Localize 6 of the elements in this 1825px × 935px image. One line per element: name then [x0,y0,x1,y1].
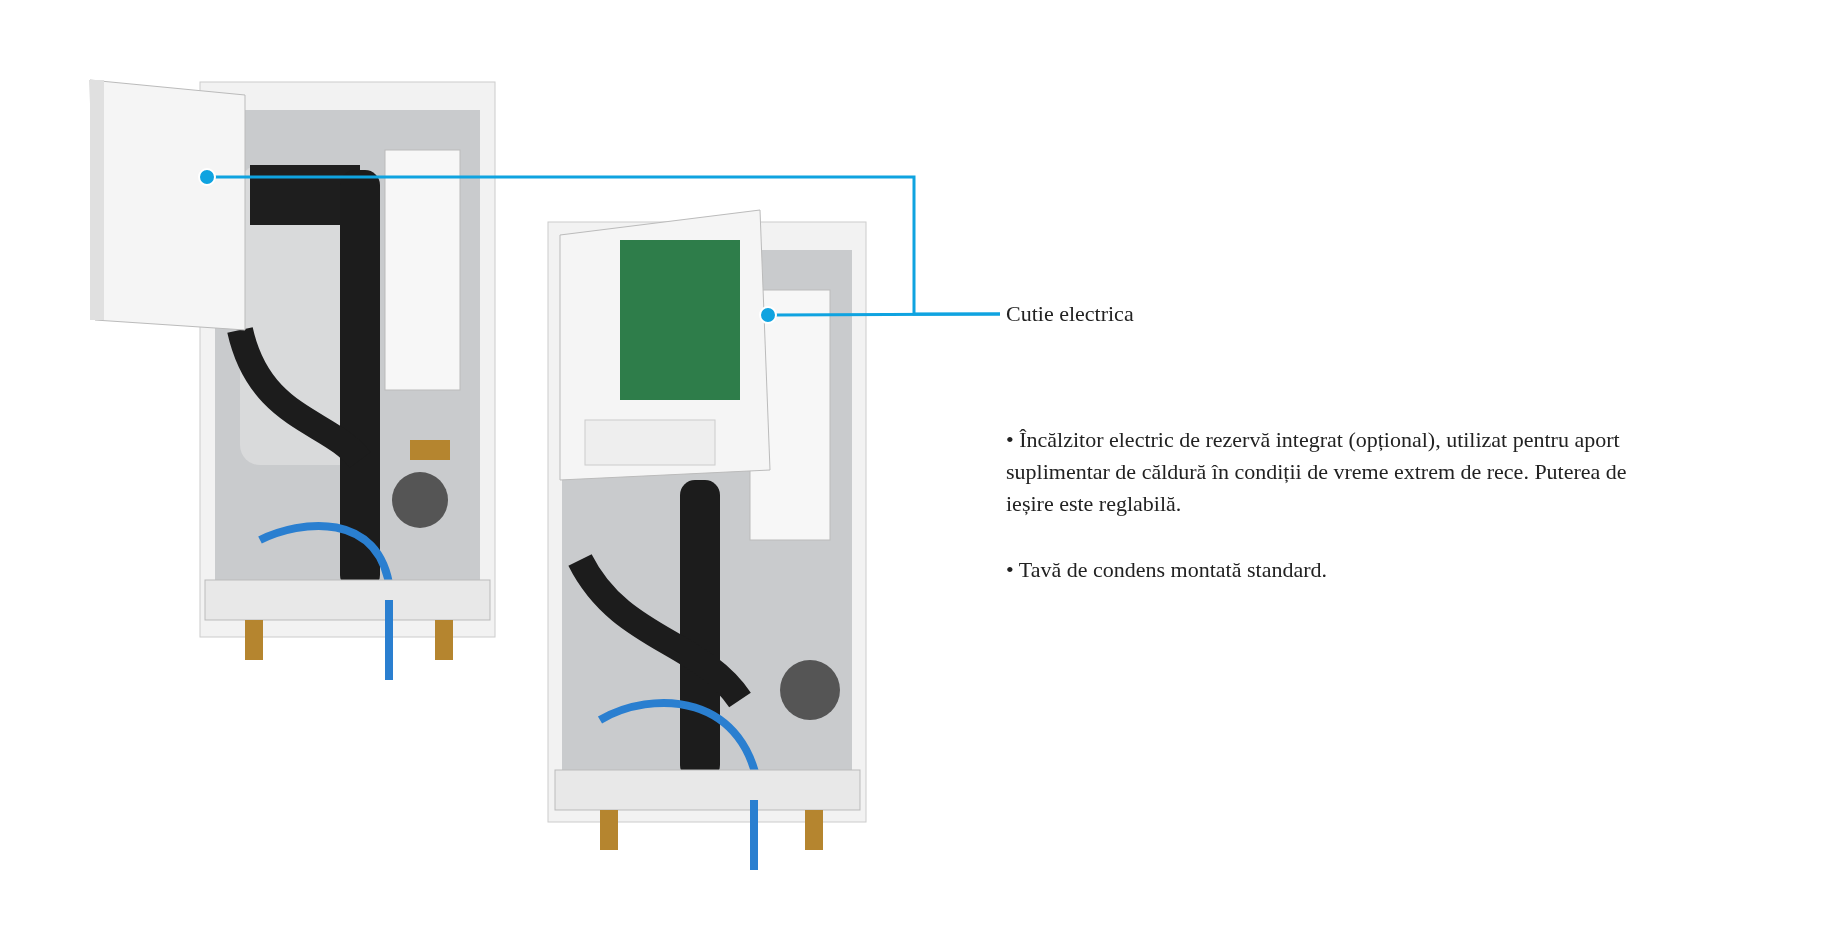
feature-note: • Încălzitor electric de rezervă integrat (opțional), utilizat pentru aport suplimentar de căldură în condiții de vreme extrem de rece. Puterea de ieșire este reglabilă. [1006,426,1628,518]
callout-label: Cutie electrica [1006,298,1134,330]
leader-line [215,175,1000,316]
callout-dot [759,306,777,324]
feature-note: • Tavă de condens montată standard. [1006,556,1328,584]
callout-dot [198,168,216,186]
